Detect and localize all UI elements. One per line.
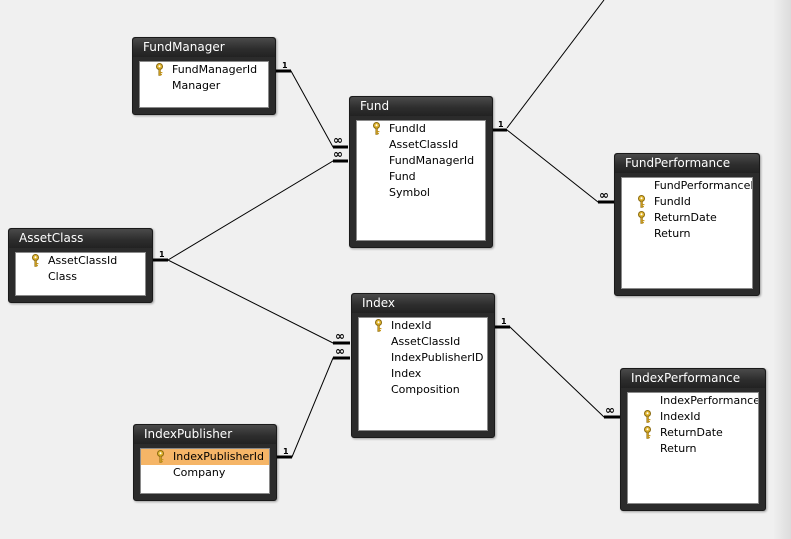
field-row[interactable]: FundManagerId (357, 153, 485, 169)
field-list[interactable]: IndexPerformanceIdIndexIdReturnDateRetur… (627, 392, 759, 504)
cardinality-many: ∞ (335, 329, 345, 343)
field-name: IndexId (660, 410, 701, 423)
cardinality-many: ∞ (333, 133, 343, 147)
field-name: ReturnDate (654, 211, 717, 224)
field-row[interactable]: Index (359, 366, 487, 382)
relationship-line[interactable] (495, 326, 620, 418)
field-row[interactable]: ReturnDate (622, 210, 752, 226)
field-name: IndexPublisherId (173, 450, 265, 463)
field-row[interactable]: Class (16, 269, 145, 285)
field-row[interactable]: ReturnDate (628, 425, 758, 441)
field-row[interactable]: FundPerformanceId (622, 178, 752, 194)
field-name: AssetClassId (391, 335, 461, 348)
primary-key-icon (643, 410, 652, 423)
field-name: FundId (389, 122, 426, 135)
table-title[interactable]: FundManager (133, 38, 275, 57)
field-name: Fund (389, 170, 416, 183)
field-row[interactable]: Composition (359, 382, 487, 398)
field-name: Index (391, 367, 422, 380)
table-title[interactable]: FundPerformance (615, 154, 759, 173)
field-row[interactable]: AssetClassId (359, 334, 487, 350)
primary-key-icon (637, 211, 646, 224)
field-name: FundId (654, 195, 691, 208)
field-name: FundManagerId (389, 154, 475, 167)
relationship-line[interactable] (152, 160, 348, 261)
field-row[interactable]: FundManagerId (140, 62, 268, 78)
field-row[interactable]: Manager (140, 78, 268, 94)
primary-key-icon (156, 450, 165, 463)
primary-key-icon (31, 254, 40, 267)
table-index-performance[interactable]: IndexPerformance IndexPerformanceIdIndex… (620, 368, 766, 511)
field-name: ReturnDate (660, 426, 723, 439)
field-row[interactable]: Company (141, 465, 269, 481)
field-row[interactable]: AssetClassId (357, 137, 485, 153)
field-row[interactable]: Symbol (357, 185, 485, 201)
cardinality-many: ∞ (335, 344, 345, 358)
field-row[interactable]: IndexId (628, 409, 758, 425)
field-name: FundPerformanceId (654, 179, 753, 192)
field-name: Composition (391, 383, 460, 396)
table-title[interactable]: Index (352, 294, 494, 313)
field-row[interactable]: Return (622, 226, 752, 242)
table-title[interactable]: AssetClass (9, 229, 152, 248)
field-row[interactable]: FundId (622, 194, 752, 210)
cardinality-one: 1 (498, 120, 504, 129)
cardinality-many: ∞ (599, 188, 609, 202)
field-row[interactable]: AssetClassId (16, 253, 145, 269)
field-name: Company (173, 466, 226, 479)
relationship-line[interactable] (277, 357, 350, 458)
field-row[interactable]: IndexPublisherID (359, 350, 487, 366)
primary-key-icon (374, 319, 383, 332)
table-title[interactable]: IndexPerformance (621, 369, 765, 388)
field-name: Symbol (389, 186, 430, 199)
cardinality-one: 1 (159, 250, 165, 259)
primary-key-icon (155, 63, 164, 76)
primary-key-icon (643, 426, 652, 439)
field-name: IndexId (391, 319, 432, 332)
table-title[interactable]: Fund (350, 97, 492, 116)
field-row[interactable]: IndexId (359, 318, 487, 334)
cardinality-one: 1 (501, 317, 507, 326)
field-name: Manager (172, 79, 221, 92)
field-name: FundManagerId (172, 63, 258, 76)
field-row[interactable]: Return (628, 441, 758, 457)
table-title[interactable]: IndexPublisher (134, 425, 276, 444)
cardinality-one: 1 (282, 61, 288, 70)
relationship-line[interactable] (506, 0, 605, 129)
field-name: Class (48, 270, 77, 283)
relationship-line[interactable] (152, 259, 350, 344)
cardinality-many: ∞ (605, 403, 615, 417)
field-name: AssetClassId (389, 138, 459, 151)
field-name: IndexPublisherID (391, 351, 484, 364)
primary-key-icon (637, 195, 646, 208)
cardinality-one: 1 (283, 447, 289, 456)
canvas-edge-shadow (773, 0, 791, 539)
field-row[interactable]: IndexPublisherId (141, 449, 269, 465)
field-name: Return (660, 442, 697, 455)
relationship-line[interactable] (492, 129, 614, 203)
primary-key-icon (372, 122, 381, 135)
field-row[interactable]: FundId (357, 121, 485, 137)
field-row[interactable]: IndexPerformanceId (628, 393, 758, 409)
field-name: Return (654, 227, 691, 240)
field-name: AssetClassId (48, 254, 118, 267)
cardinality-many: ∞ (333, 147, 343, 161)
field-row[interactable]: Fund (357, 169, 485, 185)
field-name: IndexPerformanceId (660, 394, 758, 407)
